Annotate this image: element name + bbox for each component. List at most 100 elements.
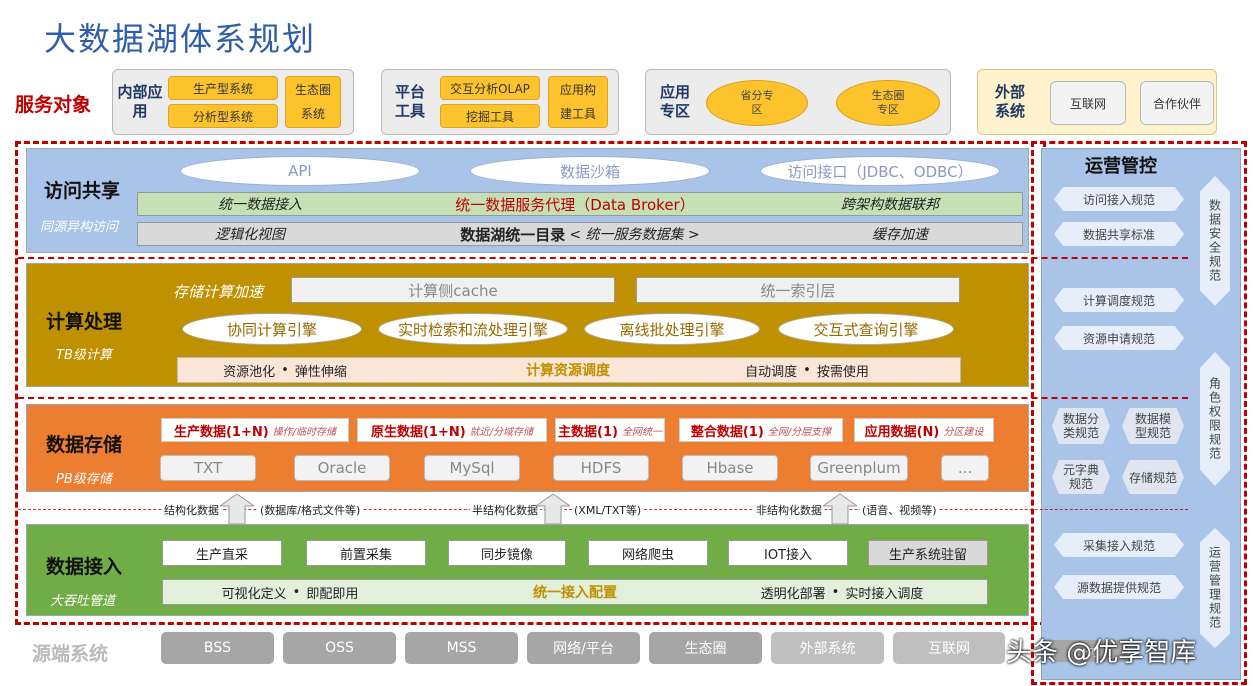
ops-share-standard: 数据共享标准 (1054, 222, 1184, 246)
flow-unstructured-right: (语音、视频等) (860, 502, 939, 518)
flow-semi-right: (XML/TXT等) (572, 502, 644, 518)
data-broker-text: 统一数据服务代理（Data Broker） (455, 195, 695, 214)
separator-2 (18, 397, 1188, 399)
bullet-4: • (831, 584, 840, 600)
service-label: 服务对象 (15, 94, 92, 116)
access-layer-name: 访问共享 (44, 180, 121, 202)
bullet-3: • (292, 584, 301, 600)
visual-definition-text: 可视化定义 (221, 586, 287, 602)
compute-cache-box: 计算侧cache (291, 277, 615, 303)
ops-management-spec: 运营管理规范 (1200, 528, 1230, 648)
ingest-layer-sub: 大吞吐管道 (50, 594, 116, 609)
ingest-crawler-box: 网络爬虫 (588, 540, 708, 566)
analytic-system-box: 分析型系统 (168, 104, 278, 128)
realtime-engine-oval: 实时检索和流处理引擎 (378, 313, 568, 345)
transparent-deploy-text: 透明化部署 (760, 586, 826, 602)
realtime-ingest-text: 实时接入调度 (845, 586, 924, 602)
ops-storage-spec: 存储规范 (1122, 460, 1184, 494)
application-data-note: 分区建设 (943, 426, 984, 438)
source-external: 外部系统 (771, 632, 884, 664)
logical-view-text: 逻辑化视图 (215, 227, 285, 243)
production-data-main: 生产数据(1+N) (173, 424, 269, 440)
ingest-front-box: 前置采集 (306, 540, 426, 566)
unified-data-access-text: 统一数据接入 (218, 197, 302, 213)
source-ecosystem: 生态圈 (649, 632, 762, 664)
ingest-bar-left: 可视化定义 • 即配即用 (210, 579, 370, 605)
unified-catalog-main: 数据湖统一目录 (460, 225, 566, 244)
ingest-iot-box: IOT接入 (728, 540, 848, 566)
raw-data-main: 原生数据(1+N) (370, 424, 466, 440)
ingest-layer-name: 数据接入 (46, 556, 123, 578)
resource-scheduling-text: 计算资源调度 (526, 363, 610, 379)
watermark-text: 头条 @优享智库 (1006, 638, 1197, 668)
master-data-note: 全网统一 (621, 426, 662, 438)
ops-access-spec: 访问接入规范 (1054, 187, 1184, 211)
mining-tool-box: 挖掘工具 (440, 104, 540, 128)
bullet-2: • (803, 362, 811, 378)
access-interface-oval: 访问接口（JDBC、ODBC） (760, 156, 1000, 186)
raw-data-box: 原生数据(1+N)就近/分域存储 (357, 418, 547, 442)
ecosystem-zone-oval: 生态圈专区 (836, 80, 940, 126)
ecosystem-system-box: 生态圈系统 (285, 76, 341, 128)
application-data-main: 应用数据(N) (864, 424, 940, 440)
engine-hbase: Hbase (682, 455, 778, 481)
master-data-box: 主数据(1)全网统一 (555, 418, 665, 442)
on-demand-text: 按需使用 (816, 364, 869, 380)
storage-compute-accel-text: 存储计算加速 (173, 283, 264, 301)
province-zone-oval: 省分专区 (706, 80, 808, 126)
internal-apps-label: 内部应用 (117, 83, 163, 120)
access-layer-sub: 同源异构访问 (40, 220, 119, 235)
compute-bar-left: 资源池化 • 弹性伸缩 (210, 357, 360, 383)
ops-compute-schedule-spec: 计算调度规范 (1054, 288, 1184, 312)
offline-batch-engine-oval: 离线批处理引擎 (584, 313, 760, 345)
api-oval: API (180, 156, 420, 186)
engine-mysql: MySql (424, 455, 520, 481)
source-mss: MSS (405, 632, 518, 664)
unified-index-box: 统一索引层 (636, 277, 960, 303)
ops-security-spec: 数据安全规范 (1200, 176, 1230, 306)
ops-source-provide-spec: 源数据提供规范 (1054, 575, 1184, 599)
source-internet: 互联网 (893, 632, 1005, 664)
ingest-resident-box: 生产系统驻留 (868, 540, 988, 566)
source-network-platform: 网络/平台 (527, 632, 640, 664)
external-systems-label: 外部系统 (994, 83, 1025, 120)
raw-data-note: 就近/分域存储 (469, 426, 534, 438)
integrated-data-note: 全网/分层支撑 (767, 426, 832, 438)
production-data-box: 生产数据(1+N)操作/临时存储 (161, 418, 349, 442)
flow-unstructured-left: 非结构化数据 (754, 502, 824, 518)
ingest-direct-box: 生产直采 (162, 540, 282, 566)
ops-data-class-spec: 数据分类规范 (1052, 408, 1110, 444)
storage-layer-name: 数据存储 (46, 434, 123, 456)
resource-pooling-text: 资源池化 (223, 364, 276, 380)
flow-structured-right: (数据库/格式文件等) (258, 502, 363, 518)
data-sandbox-oval: 数据沙箱 (470, 156, 710, 186)
federation-text: 跨架构数据联邦 (841, 197, 939, 213)
unified-ingest-config-text: 统一接入配置 (533, 585, 617, 601)
engine-txt: TXT (160, 455, 256, 481)
engine-hdfs: HDFS (553, 455, 649, 481)
auto-scheduling-text: 自动调度 (745, 364, 798, 380)
integrated-data-box: 整合数据(1)全网/分层支撑 (679, 418, 843, 442)
source-bss: BSS (161, 632, 274, 664)
ingest-bar-right: 透明化部署 • 实时接入调度 (752, 579, 932, 605)
interactive-query-engine-oval: 交互式查询引擎 (778, 313, 954, 345)
integrated-data-main: 整合数据(1) (690, 424, 764, 440)
olap-tool-box: 交互分析OLAP (440, 76, 540, 100)
master-data-main: 主数据(1) (558, 424, 618, 440)
configure-and-use-text: 即配即用 (306, 586, 359, 602)
ops-role-permission-spec: 角色权限规范 (1200, 352, 1230, 486)
access-row-1 (137, 192, 1023, 216)
elastic-scaling-text: 弹性伸缩 (294, 364, 347, 380)
cache-accel-text: 缓存加速 (872, 227, 928, 243)
separator-1 (18, 257, 1188, 259)
bullet-1: • (281, 362, 289, 378)
ops-meta-dict-spec: 元字典规范 (1052, 460, 1110, 494)
ops-dashed-frame (1031, 141, 1247, 685)
unified-catalog-text: 数据湖统一目录 < 统一服务数据集 > (400, 222, 760, 246)
source-one-party: 一方 (1048, 640, 1128, 662)
app-builder-tool-box: 应用构建工具 (548, 76, 608, 128)
engine-greenplum: Greenplum (810, 455, 908, 481)
up-arrow-icon (823, 494, 857, 524)
platform-tools-label: 平台工具 (394, 83, 425, 120)
ops-resource-apply-spec: 资源申请规范 (1054, 326, 1184, 350)
